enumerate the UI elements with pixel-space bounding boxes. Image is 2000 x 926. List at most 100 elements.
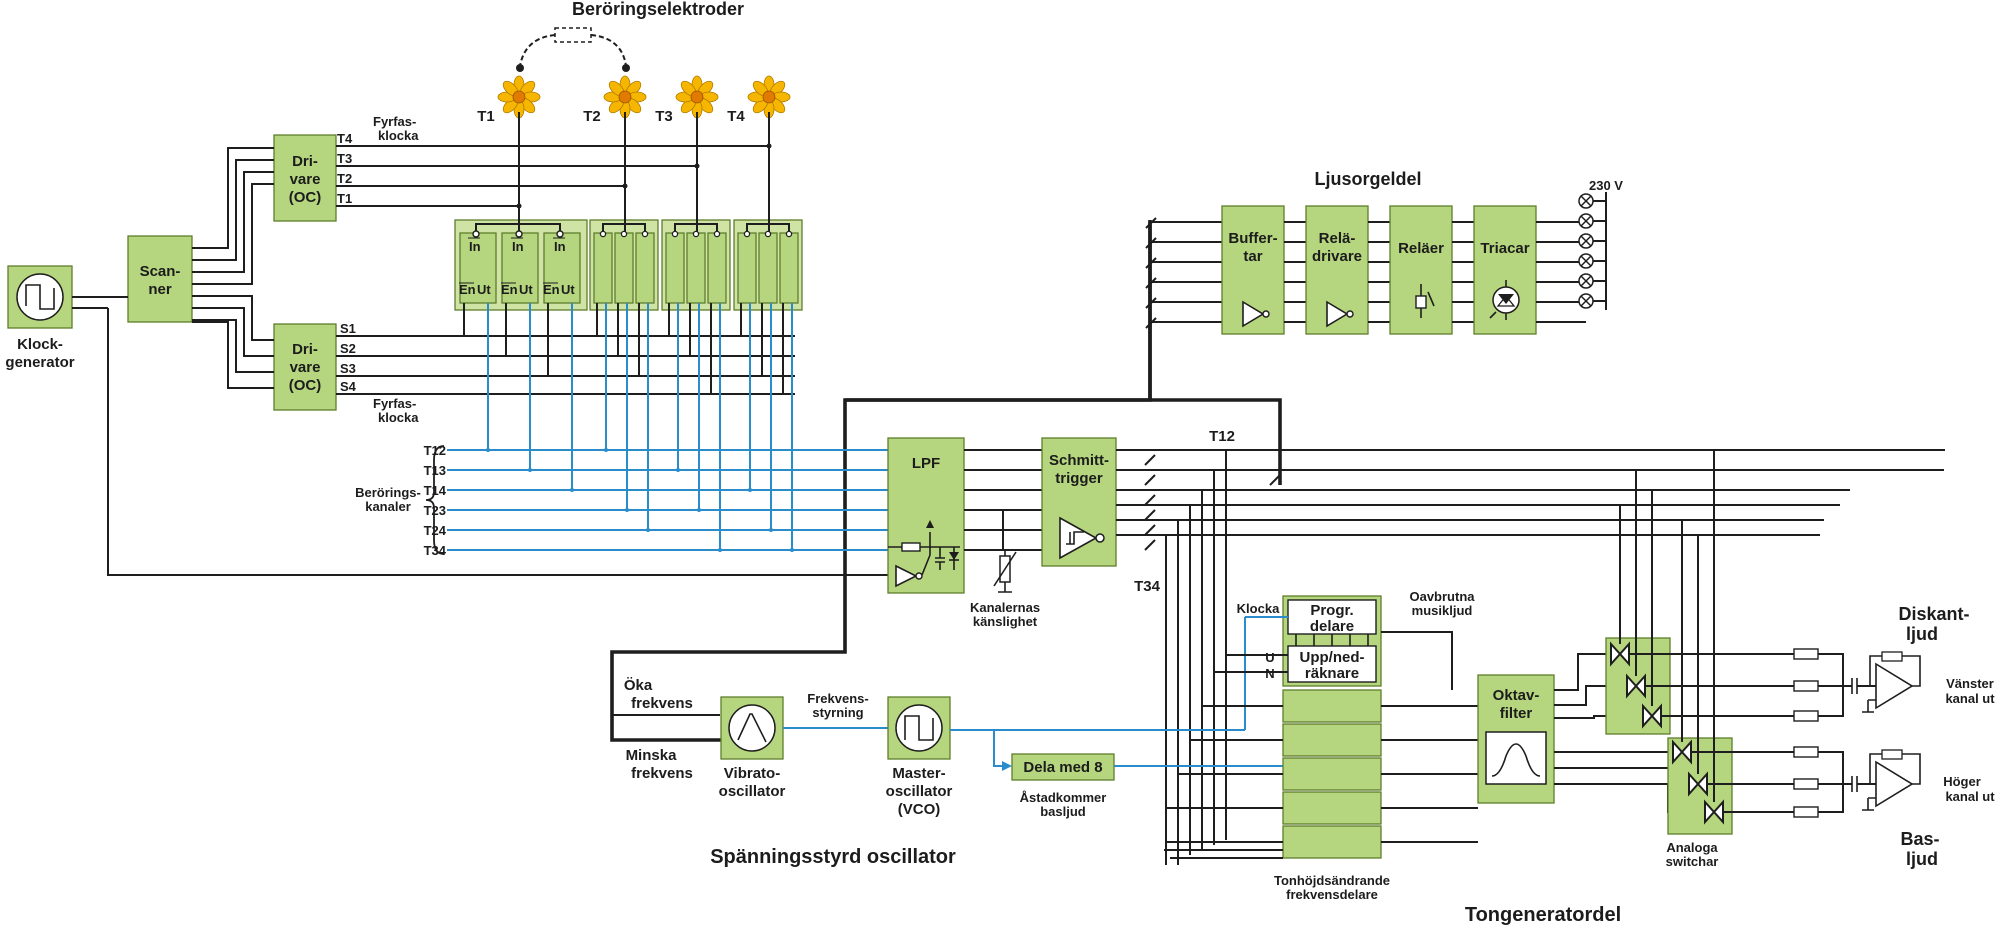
cell1-in: In [469, 239, 481, 254]
n-label: N [1265, 666, 1274, 681]
drivare-bottom-label-3: (OC) [289, 377, 322, 394]
fyrfas-top-label-2: klocka [378, 128, 419, 143]
frekvens-styrning-label-1: Frekvens- [807, 691, 868, 706]
fyrfas-top-label-1: Fyrfas- [373, 114, 416, 129]
analoga-label-2: switchar [1666, 854, 1719, 869]
relay-icon [1415, 284, 1435, 318]
driver-bottom-block: Dri- vare (OC) [273, 323, 337, 411]
oka-label-2: frekvens [631, 695, 693, 712]
beroringskanaler-label-2: kanaler [365, 499, 411, 514]
channel-label-t24: T24 [424, 523, 447, 538]
spanningsstyrd-title: Spänningsstyrd oscillator [710, 846, 956, 868]
flower-icon-t2 [603, 75, 647, 119]
t12-top-label: T12 [1209, 428, 1235, 445]
lpf-to-schmitt-lines [964, 449, 1042, 551]
touch-channel-labels: T12 T13 T14 T23 T24 T34 Berörings- kanal… [355, 443, 447, 558]
fyrfas-bottom-label-1: Fyrfas- [373, 396, 416, 411]
ljusorgeldel-title: Ljusorgeldel [1314, 169, 1421, 189]
phase-label-t2: T2 [337, 171, 352, 186]
fyrfas-bottom-label-2: klocka [378, 410, 419, 425]
oscillator-section: Öka frekvens Minska frekvens Vibrato- os… [612, 677, 1283, 868]
oavbrutna-label-2: musikljud [1412, 603, 1473, 618]
schmitt-output-lines: T12 T34 [1116, 428, 1945, 865]
progr-label-2: delare [1310, 618, 1354, 635]
channel-label-t14: T14 [424, 483, 447, 498]
cell3-en: En [543, 282, 560, 297]
vibrato-label-1: Vibrato- [724, 765, 780, 782]
minska-label-1: Minska [626, 747, 678, 764]
hoger-label-2: kanal ut [1945, 789, 1995, 804]
drivare-top-label-3: (OC) [289, 189, 322, 206]
left-output-amplifier-icon [1851, 651, 1921, 713]
frekvens-styrning-label-2: styrning [812, 705, 863, 720]
cell1-en: En [459, 282, 476, 297]
t34-label: T34 [1134, 578, 1161, 595]
oka-label-1: Öka [624, 677, 653, 694]
clock-generator: Klock- generator [5, 265, 75, 371]
electrode-label-t4: T4 [727, 108, 745, 125]
right-output-amplifier-icon [1851, 749, 1921, 811]
flower-icon-t3 [675, 75, 719, 119]
v230-label: 230 V [1589, 178, 1623, 193]
flower-icon-t1 [497, 75, 541, 119]
tone-generator-section: Progr. delare Upp/ned- räknare Klocka U … [1164, 450, 1995, 926]
drivare-top-label-1: Dri- [292, 153, 318, 170]
phase-label-t4: T4 [337, 131, 353, 146]
scanner-label-2: ner [148, 281, 172, 298]
bas-label-2: ljud [1906, 849, 1938, 869]
phase-label-s2: S2 [340, 341, 356, 356]
buffertar-label-1: Buffer- [1228, 230, 1277, 247]
cell2-ut: Ut [519, 282, 533, 297]
frequency-divider-stack [1282, 689, 1382, 859]
lpf-label: LPF [912, 455, 940, 472]
light-organ-section: Ljusorgeldel Buffer- tar Relä- drivare R… [1145, 169, 1623, 400]
cell3-ut: Ut [561, 282, 575, 297]
oavbrutna-label-1: Oavbrutna [1409, 589, 1475, 604]
cell3-in: In [554, 239, 566, 254]
kanalernas-label-2: känslighet [973, 614, 1038, 629]
lpf-block: LPF [887, 437, 965, 594]
electrode-label-t2: T2 [583, 108, 601, 125]
reladrivare-label-1: Relä- [1319, 230, 1356, 247]
clock-phase-lines-bottom: S1 S2 S3 S4 Fyrfas- klocka [336, 321, 795, 425]
bandpass-icon [1485, 731, 1547, 785]
touch-channel-outputs [447, 303, 888, 552]
sensitivity-potentiometer-icon: Kanalernas känslighet [970, 550, 1040, 629]
driver-top-block: Dri- vare (OC) [273, 134, 337, 222]
uppned-label-2: räknare [1305, 665, 1359, 682]
channel-cells: In In In En Ut En Ut En Ut [454, 146, 803, 311]
hoger-label-1: Höger [1943, 774, 1981, 789]
master-label-1: Master- [892, 765, 945, 782]
tonhojd-label-2: frekvensdelare [1286, 887, 1378, 902]
output-resistors [1793, 648, 1819, 818]
drivare-bottom-label-2: vare [290, 359, 321, 376]
minska-label-2: frekvens [631, 765, 693, 782]
schmitt-label-1: Schmitt- [1049, 452, 1109, 469]
kanalernas-label-1: Kanalernas [970, 600, 1040, 615]
diskant-label-2: ljud [1906, 624, 1938, 644]
reladrivare-label-2: drivare [1312, 248, 1362, 265]
electrode-label-t1: T1 [477, 108, 495, 125]
vanster-label-2: kanal ut [1945, 691, 1995, 706]
clock-phase-lines-top: T4 T3 T2 T1 Fyrfas- klocka [336, 114, 770, 207]
u-label: U [1265, 650, 1274, 665]
enable-lines [463, 303, 784, 394]
relaer-label: Reläer [1398, 240, 1444, 257]
triac-icon [1489, 280, 1520, 320]
tongeneratordel-title: Tongeneratordel [1465, 904, 1621, 926]
master-label-3: (VCO) [898, 801, 941, 818]
schmitt-label-2: trigger [1055, 470, 1103, 487]
vibrato-label-2: oscillator [719, 783, 786, 800]
beroringskanaler-label-1: Berörings- [355, 485, 421, 500]
cell2-in: In [512, 239, 524, 254]
buffertar-label-2: tar [1243, 248, 1262, 265]
master-label-2: oscillator [886, 783, 953, 800]
klocka-label: Klocka [1237, 601, 1280, 616]
flower-icon-t4 [747, 75, 791, 119]
phase-label-t3: T3 [337, 151, 352, 166]
astadkommer-label-2: basljud [1040, 804, 1086, 819]
progr-label-1: Progr. [1310, 602, 1353, 619]
schmitt-trigger-block: Schmitt- trigger [1041, 437, 1117, 567]
lamp-icons [1578, 193, 1594, 309]
